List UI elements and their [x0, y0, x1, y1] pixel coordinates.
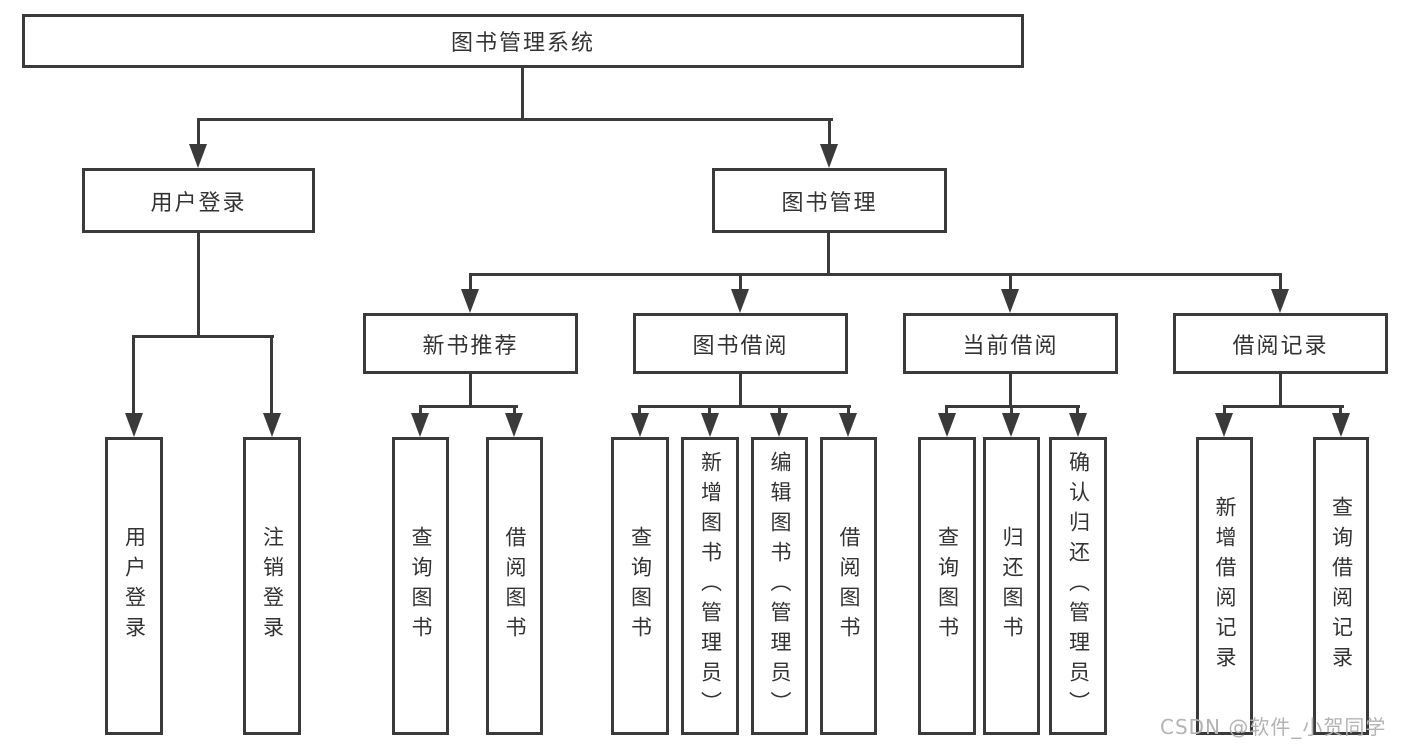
connector — [1010, 405, 1013, 419]
arrowhead — [125, 413, 143, 437]
connector — [132, 335, 135, 419]
node-label: 当前借阅 — [962, 333, 1059, 359]
leaf-logout: 注销登录 — [243, 437, 301, 735]
leaf-add-borrow-record: 新增借阅记录 — [1196, 437, 1253, 735]
arrowhead — [731, 289, 749, 313]
node-book-management: 图书管理 — [712, 168, 947, 233]
connector — [945, 405, 948, 419]
connector — [469, 273, 1282, 276]
arrowhead — [189, 144, 207, 168]
leaf-query-borrow-record: 查询借阅记录 — [1313, 437, 1369, 735]
connector — [197, 118, 200, 148]
connector — [739, 374, 742, 405]
connector — [1223, 405, 1226, 419]
node-user-login: 用户登录 — [82, 168, 315, 233]
connector — [469, 273, 472, 298]
node-label: 图书借阅 — [692, 333, 789, 359]
connector — [513, 405, 516, 419]
connector — [847, 405, 850, 419]
connector — [1223, 405, 1344, 408]
connector — [1076, 405, 1079, 419]
connector — [469, 374, 472, 405]
csdn-watermark: CSDN @软件_小贺同学 — [1160, 715, 1387, 739]
arrowhead — [461, 289, 479, 313]
arrowhead — [938, 413, 956, 437]
connector — [197, 118, 833, 121]
node-label: 用户登录 — [122, 526, 147, 646]
connector — [778, 405, 781, 419]
connector — [1009, 374, 1012, 405]
connector — [638, 405, 641, 419]
node-label: 新增图书（管理员） — [698, 451, 723, 721]
connector — [708, 405, 711, 419]
arrowhead — [1001, 289, 1019, 313]
node-book-borrow: 图书借阅 — [633, 313, 848, 374]
connector — [521, 68, 524, 118]
arrowhead — [411, 413, 429, 437]
leaf-query-books-borrow: 查询图书 — [611, 437, 669, 735]
connector — [197, 233, 200, 335]
node-label: 图书管理系统 — [450, 31, 595, 56]
node-label: 新书推荐 — [422, 333, 519, 359]
node-label: 确认归还（管理员） — [1066, 451, 1091, 721]
connector — [827, 233, 830, 273]
leaf-edit-books-admin: 编辑图书（管理员） — [751, 437, 808, 735]
node-label: 查询图书 — [935, 526, 960, 646]
connector — [638, 405, 851, 408]
leaf-query-books-recommend: 查询图书 — [392, 437, 449, 735]
arrowhead — [1332, 413, 1350, 437]
connector — [828, 118, 831, 148]
arrowhead — [1271, 289, 1289, 313]
connector — [419, 405, 518, 408]
node-borrow-records: 借阅记录 — [1173, 313, 1388, 374]
node-library-management-system: 图书管理系统 — [22, 14, 1024, 68]
arrowhead — [505, 413, 523, 437]
leaf-user-login: 用户登录 — [105, 437, 163, 735]
connector — [132, 335, 274, 338]
node-label: 注销登录 — [260, 526, 285, 646]
connector — [1339, 405, 1342, 419]
arrowhead — [1215, 413, 1233, 437]
node-label: 查询图书 — [628, 526, 653, 646]
arrowhead — [263, 413, 281, 437]
node-label: 图书管理 — [781, 190, 878, 216]
leaf-borrow-books-borrow: 借阅图书 — [820, 437, 877, 735]
arrowhead — [631, 413, 649, 437]
connector — [419, 405, 422, 419]
node-label: 归还图书 — [1000, 526, 1024, 646]
leaf-query-books-current: 查询图书 — [918, 437, 976, 735]
connector — [739, 273, 742, 298]
connector — [1009, 273, 1012, 298]
arrowhead — [820, 144, 838, 168]
leaf-add-books-admin: 新增图书（管理员） — [681, 437, 739, 735]
arrowhead — [770, 413, 788, 437]
connector — [270, 335, 273, 419]
node-label: 用户登录 — [150, 190, 247, 216]
leaf-borrow-books-recommend: 借阅图书 — [486, 437, 543, 735]
node-label: 新增借阅记录 — [1213, 496, 1237, 676]
node-label: 查询借阅记录 — [1329, 496, 1354, 676]
node-current-borrow: 当前借阅 — [903, 313, 1118, 374]
node-new-book-recommend: 新书推荐 — [363, 313, 578, 374]
arrowhead — [1002, 413, 1020, 437]
connector — [1279, 273, 1282, 298]
leaf-confirm-return-admin: 确认归还（管理员） — [1049, 437, 1107, 735]
node-label: 查询图书 — [409, 526, 433, 646]
leaf-return-books: 归还图书 — [983, 437, 1040, 735]
arrowhead — [701, 413, 719, 437]
node-label: 借阅图书 — [503, 526, 527, 646]
node-label: 借阅图书 — [837, 526, 861, 646]
node-label: 借阅记录 — [1232, 333, 1329, 359]
arrowhead — [839, 413, 857, 437]
node-label: 编辑图书（管理员） — [768, 451, 792, 721]
arrowhead — [1069, 413, 1087, 437]
connector — [1279, 374, 1282, 405]
